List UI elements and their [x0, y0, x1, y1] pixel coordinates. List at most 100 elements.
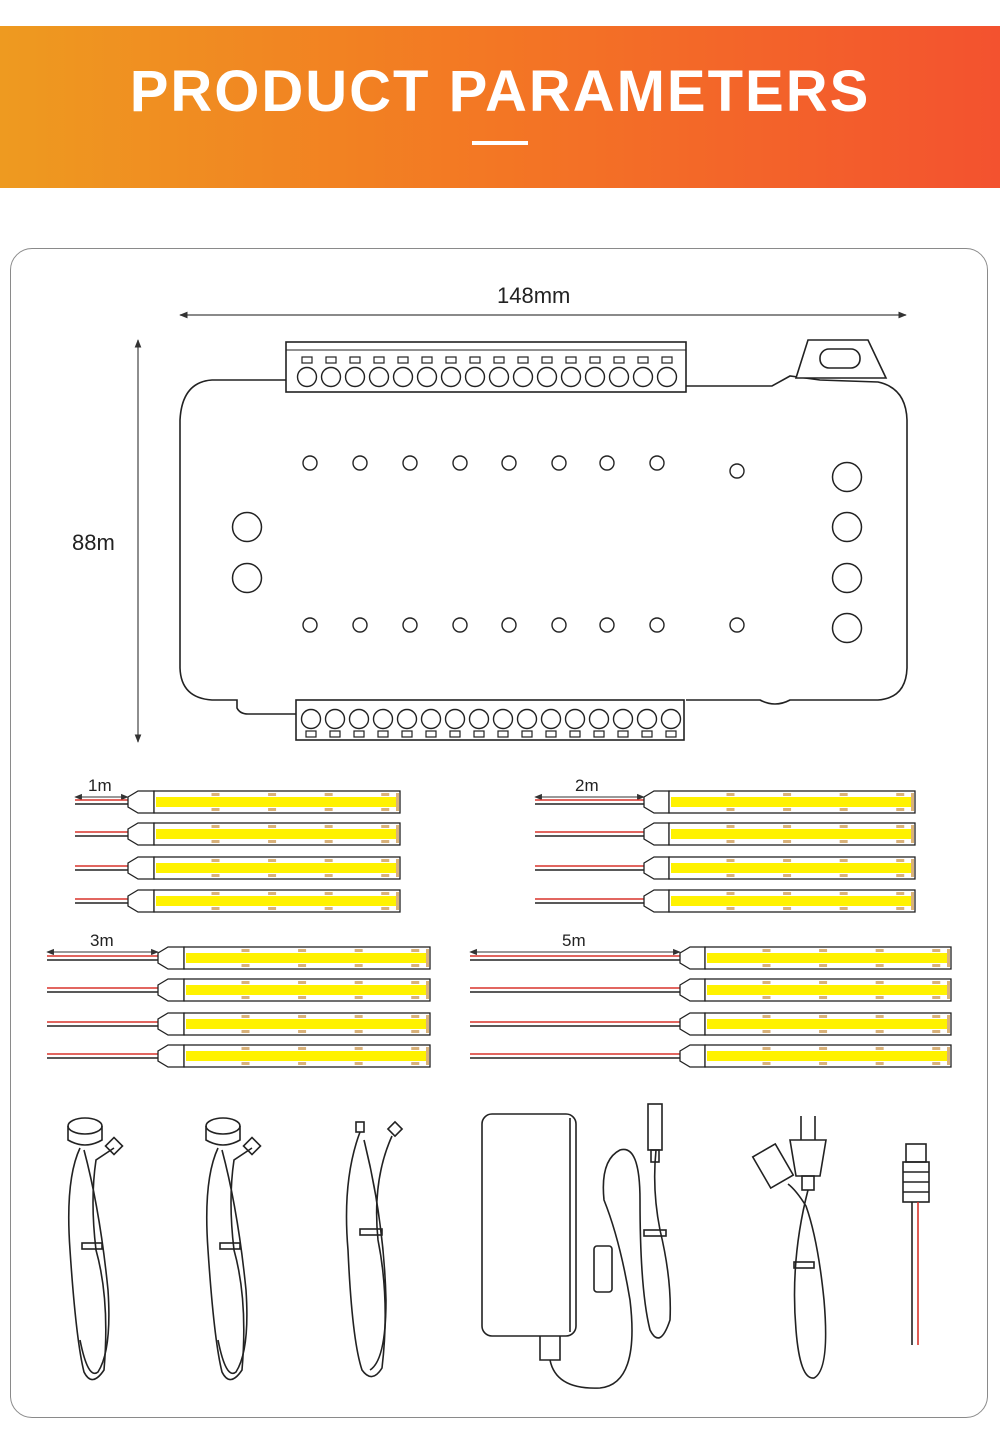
terminal-slot: [305, 730, 317, 738]
solder-pad: [211, 874, 220, 877]
terminal-slot: [397, 356, 409, 364]
strip-led-band: [156, 863, 398, 873]
solder-pad: [896, 859, 905, 862]
strip-length-label: 1m: [88, 776, 112, 795]
mount-hole: [352, 455, 368, 471]
solder-pad: [354, 1047, 363, 1050]
terminal-slot: [617, 730, 629, 738]
mount-hole: [302, 617, 318, 633]
mount-hole: [402, 617, 418, 633]
terminal-screw: [512, 366, 534, 388]
solder-pad: [839, 840, 848, 843]
solder-pad: [241, 1047, 250, 1050]
terminal-slot: [637, 356, 649, 364]
solder-pad: [324, 825, 333, 828]
led-strip: [47, 1012, 431, 1036]
solder-pad: [839, 892, 848, 895]
solder-pad: [298, 996, 307, 999]
terminal-screw: [324, 708, 346, 730]
solder-pad: [268, 840, 277, 843]
terminal-screw: [468, 708, 490, 730]
terminal-slot: [301, 356, 313, 364]
terminal-slot: [473, 730, 485, 738]
terminal-slot: [641, 730, 653, 738]
terminal-screw: [320, 366, 342, 388]
solder-pad: [411, 1030, 420, 1033]
solder-pad: [268, 825, 277, 828]
terminal-screw: [368, 366, 390, 388]
solder-pad: [932, 1047, 941, 1050]
strip-connector: [643, 856, 670, 880]
solder-pad: [411, 1015, 420, 1018]
strip-led-band: [156, 896, 398, 906]
solder-pad: [268, 874, 277, 877]
solder-pad: [324, 793, 333, 796]
solder-pad: [896, 892, 905, 895]
terminal-screw: [392, 366, 414, 388]
solder-pad: [932, 981, 941, 984]
solder-pad: [411, 1062, 420, 1065]
page-title: PRODUCT PARAMETERS: [129, 59, 871, 124]
solder-pad: [726, 793, 735, 796]
title-underline: [472, 141, 528, 145]
terminal-screw: [488, 366, 510, 388]
strip-connector: [679, 946, 706, 970]
terminal-slot: [613, 356, 625, 364]
strip-length-label: 2m: [575, 776, 599, 795]
solder-pad: [354, 996, 363, 999]
strip-group: [534, 790, 916, 913]
strip-connector: [643, 822, 670, 846]
led-strip: [470, 978, 952, 1002]
terminal-slot: [349, 356, 361, 364]
terminal-slot: [421, 356, 433, 364]
solder-pad: [875, 964, 884, 967]
solder-pad: [381, 874, 390, 877]
led-strip: [75, 889, 401, 913]
solder-pad: [762, 1047, 771, 1050]
terminal-slot: [569, 730, 581, 738]
solder-pad: [819, 1015, 828, 1018]
terminal-screw: [564, 708, 586, 730]
strip-connector: [643, 790, 670, 814]
solder-pad: [211, 825, 220, 828]
strip-end-pad: [911, 825, 914, 843]
terminal-slot: [325, 356, 337, 364]
solder-pad: [324, 907, 333, 910]
terminal-slot: [497, 730, 509, 738]
terminal-screw: [636, 708, 658, 730]
strip-connector: [157, 1012, 185, 1036]
strip-end-pad: [947, 1015, 950, 1033]
strip-led-band: [671, 797, 913, 807]
strip-end-pad: [911, 793, 914, 811]
large-hole: [831, 562, 863, 594]
led-strip: [470, 946, 952, 970]
terminal-slot: [545, 730, 557, 738]
solder-pad: [896, 840, 905, 843]
terminal-screw: [300, 708, 322, 730]
terminal-screw: [612, 708, 634, 730]
terminal-screw: [464, 366, 486, 388]
strip-connector: [679, 978, 706, 1002]
terminal-screw: [492, 708, 514, 730]
strip-end-pad: [396, 793, 399, 811]
solder-pad: [241, 1030, 250, 1033]
solder-pad: [783, 840, 792, 843]
strip-group: [74, 790, 401, 913]
strip-end-pad: [396, 892, 399, 910]
strip-connector: [127, 856, 155, 880]
strip-end-pad: [396, 825, 399, 843]
terminal-slot: [329, 730, 341, 738]
terminal-slot: [373, 356, 385, 364]
led-strip: [75, 822, 401, 846]
solder-pad: [726, 892, 735, 895]
mount-hole: [501, 455, 517, 471]
terminal-slot: [353, 730, 365, 738]
solder-pad: [268, 907, 277, 910]
solder-pad: [211, 808, 220, 811]
terminal-screw: [608, 366, 630, 388]
led-strip: [535, 822, 916, 846]
terminal-screw: [372, 708, 394, 730]
solder-pad: [381, 793, 390, 796]
solder-pad: [354, 949, 363, 952]
terminal-slot: [589, 356, 601, 364]
